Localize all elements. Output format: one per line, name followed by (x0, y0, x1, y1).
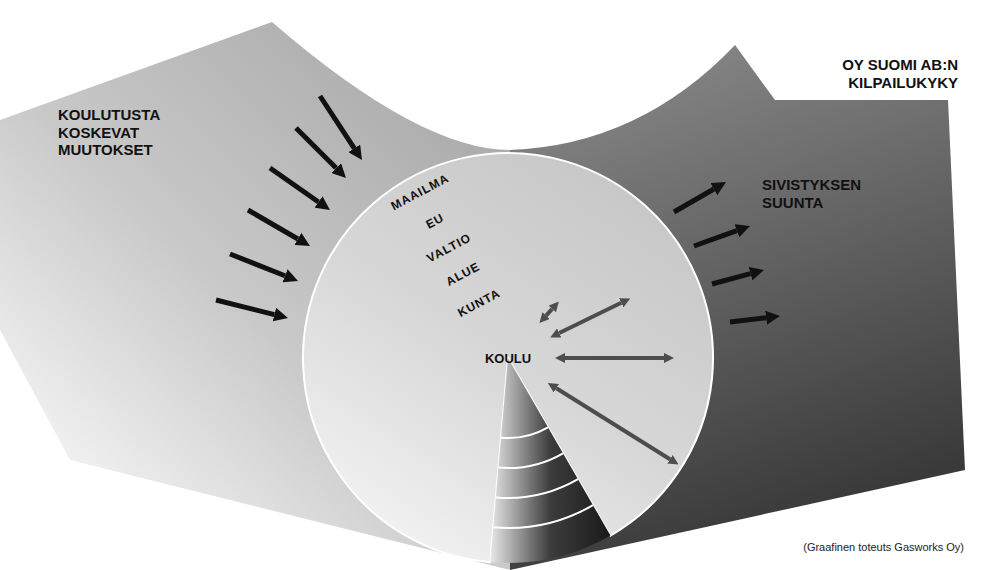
inward-arrow (270, 168, 319, 202)
stair-wedge (490, 358, 610, 563)
inward-arrow (230, 254, 285, 276)
outward-arrow (694, 231, 737, 246)
credit-caption: (Graafinen toteuts Gasworks Oy) (803, 541, 964, 553)
ring-band (303, 153, 713, 562)
double-arrow (556, 388, 670, 459)
inward-arrow (320, 96, 354, 148)
double-arrow (546, 309, 552, 316)
stair-step (501, 427, 548, 438)
inward-arrow (216, 300, 274, 315)
band-label: OY SUOMI AB:N KILPAILUKYKY (758, 56, 958, 91)
outward-arrow (730, 318, 766, 322)
double-arrow (565, 356, 664, 360)
band-label: SIVISTYKSEN SUUNTA (762, 176, 861, 211)
center-label: KOULU (485, 352, 531, 365)
stair-step (498, 453, 563, 468)
stair-step (496, 479, 578, 498)
stair-step (493, 505, 593, 528)
inward-arrow (296, 128, 336, 168)
outward-arrow (712, 274, 751, 284)
band-label: KOULUTUSTA KOSKEVAT MUUTOKSET (58, 106, 160, 159)
inward-arrow (248, 210, 298, 239)
outward-arrow (674, 189, 714, 212)
double-arrow (559, 303, 621, 333)
